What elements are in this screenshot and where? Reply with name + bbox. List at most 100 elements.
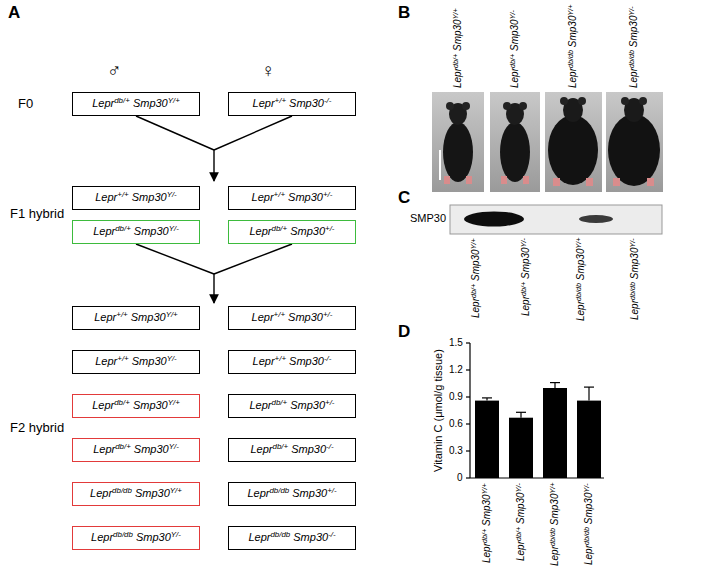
allele-superscript: Y/+ — [451, 8, 460, 19]
panel-letter: B — [398, 3, 410, 23]
panel-letter: D — [398, 322, 410, 342]
genotype-box: Leprdb/db Smp30Y/- — [72, 526, 200, 550]
allele-superscript: db/db — [627, 50, 636, 68]
allele-superscript: +/+ — [117, 191, 128, 200]
gene-name: Smp30 — [290, 399, 325, 411]
genotype-text: Leprdb/db Smp30Y/- — [91, 531, 181, 544]
allele-superscript: +/- — [323, 311, 332, 320]
generation-label: F1 hybrid — [10, 206, 64, 222]
gene-name: Lepr — [549, 546, 560, 566]
gene-name: Smp30 — [452, 19, 463, 51]
allele-superscript: db/db — [628, 282, 637, 300]
allele-superscript: Y/- — [167, 355, 177, 364]
genotype-text: Leprdb/db Smp30+/- — [247, 487, 336, 500]
gene-name: Smp30 — [134, 443, 169, 455]
genotype-label: Leprdb/db Smp30Y/- — [628, 6, 640, 88]
genotype-box: Lepr+/+ Smp30-/- — [228, 350, 356, 374]
allele-superscript: Y/+ — [480, 483, 489, 494]
genotype-box: Leprdb/+ Smp30+/- — [228, 220, 356, 244]
genotype-box: Lepr+/+ Smp30-/- — [228, 92, 356, 116]
genotype-text: Leprdb/+ Smp30Y/- — [93, 443, 179, 456]
gene-name: Smp30 — [292, 487, 327, 499]
gene-name: Smp30 — [520, 247, 531, 279]
axis-title: Vitamin C (μmol/g tissue) — [432, 349, 445, 472]
allele-superscript: db/+ — [451, 54, 460, 68]
allele-superscript: +/+ — [275, 97, 286, 106]
western-blot — [450, 205, 662, 234]
genotype-box: Leprdb/db Smp30-/- — [228, 526, 356, 550]
gene-name: Smp30 — [288, 191, 323, 203]
allele-superscript: Y/- — [627, 6, 636, 15]
gene-name: Lepr — [583, 545, 594, 565]
allele-superscript: db/+ — [272, 225, 288, 234]
mouse-photos — [432, 92, 663, 192]
allele-superscript: db/+ — [508, 54, 517, 68]
gene-name: Smp30 — [628, 16, 639, 48]
gene-name: Smp30 — [132, 191, 167, 203]
gene-name: Smp30 — [629, 248, 640, 280]
gene-name: Smp30 — [288, 311, 323, 323]
allele-superscript: -/- — [324, 97, 331, 106]
genotype-box: Lepr+/+ Smp30Y/- — [72, 350, 200, 374]
genotype-label: Leprdb/+ Smp30Y/- — [515, 483, 527, 561]
genotype-text: Lepr+/+ Smp30Y/+ — [94, 311, 177, 324]
allele-superscript: +/+ — [117, 355, 128, 364]
allele-superscript: db/db — [582, 527, 591, 545]
gene-name: Smp30 — [135, 487, 170, 499]
gene-name: Lepr — [95, 355, 117, 367]
genotype-box: Leprdb/+ Smp30Y/+ — [72, 92, 200, 116]
gene-name: Lepr — [93, 443, 115, 455]
sex-symbol: ♀ — [261, 60, 275, 83]
genotype-box: Lepr+/+ Smp30Y/- — [72, 186, 200, 210]
gene-name: Lepr — [628, 68, 639, 88]
gene-name: Lepr — [567, 68, 578, 88]
tick-label: 1.5 — [449, 337, 463, 349]
gene-name: Smp30 — [133, 97, 168, 109]
allele-superscript: -/- — [326, 443, 333, 452]
gene-name: Lepr — [95, 191, 117, 203]
gene-name: Smp30 — [293, 531, 328, 543]
allele-superscript: db/+ — [114, 399, 130, 408]
allele-superscript: Y/- — [169, 443, 179, 452]
gene-name: Lepr — [93, 225, 115, 237]
allele-superscript: +/+ — [116, 311, 127, 320]
allele-superscript: db/db — [112, 487, 132, 496]
genotype-text: Lepr+/+ Smp30-/- — [253, 355, 332, 368]
allele-superscript: Y/+ — [166, 311, 178, 320]
allele-superscript: Y/- — [171, 531, 181, 540]
gene-name: Lepr — [249, 225, 271, 237]
genotype-box: Leprdb/db Smp30Y/+ — [72, 482, 200, 506]
genotype-box: Lepr+/+ Smp30+/- — [228, 186, 356, 210]
allele-superscript: +/+ — [274, 311, 285, 320]
allele-superscript: Y/+ — [168, 97, 180, 106]
allele-superscript: Y/- — [628, 238, 637, 247]
gene-name: Lepr — [515, 541, 526, 561]
gene-name: Lepr — [94, 311, 116, 323]
gene-name: Smp30 — [136, 531, 171, 543]
gene-name: Smp30 — [470, 249, 481, 281]
gene-name: Smp30 — [290, 225, 325, 237]
gene-name: Smp30 — [131, 311, 166, 323]
genotype-text: Lepr+/+ Smp30Y/- — [95, 191, 177, 204]
allele-superscript: Y/- — [508, 10, 517, 19]
allele-superscript: +/- — [323, 191, 332, 200]
allele-superscript: db/+ — [519, 282, 528, 296]
gene-name: Lepr — [248, 531, 270, 543]
gene-name: Lepr — [629, 300, 640, 320]
allele-superscript: Y/+ — [574, 238, 583, 249]
allele-superscript: +/+ — [275, 355, 286, 364]
allele-superscript: db/+ — [114, 97, 130, 106]
allele-superscript: Y/+ — [469, 238, 478, 249]
genotype-box: Lepr+/+ Smp30Y/+ — [72, 306, 200, 330]
genotype-box: Leprdb/+ Smp30-/- — [228, 438, 356, 462]
gene-name: Smp30 — [509, 19, 520, 51]
genotype-text: Leprdb/+ Smp30+/- — [249, 399, 334, 412]
tick-label: 0.6 — [449, 418, 463, 430]
allele-superscript: -/- — [328, 531, 335, 540]
gene-name: Lepr — [509, 68, 520, 88]
genotype-box: Leprdb/+ Smp30Y/+ — [72, 394, 200, 418]
allele-superscript: Y/+ — [566, 5, 575, 16]
gene-name: Smp30 — [575, 249, 586, 281]
genotype-text: Leprdb/+ Smp30+/- — [249, 225, 334, 238]
gene-name: Lepr — [452, 68, 463, 88]
